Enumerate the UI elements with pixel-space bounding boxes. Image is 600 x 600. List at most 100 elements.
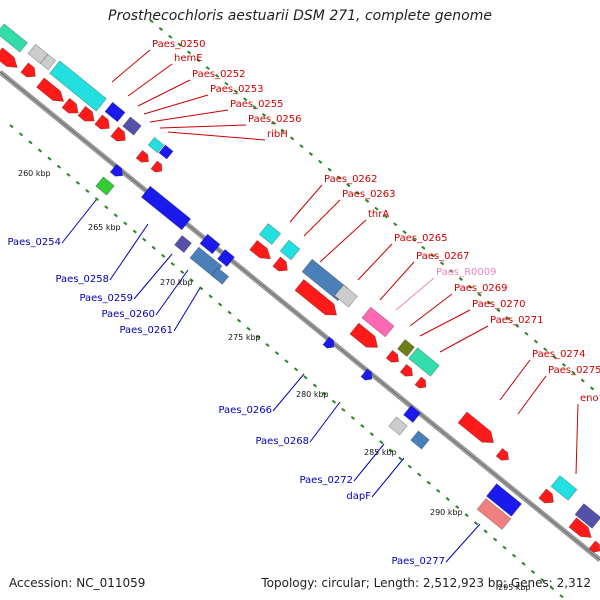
reverse-label-leader	[173, 287, 201, 332]
reverse-label-leader	[445, 523, 481, 563]
outer-dotted-track	[543, 347, 548, 352]
inner-dotted-track	[483, 529, 488, 534]
reverse-label-group: dapF	[346, 491, 371, 502]
outer-dotted-track	[346, 183, 351, 188]
forward-label-leader	[499, 359, 531, 401]
inner-dotted-track	[180, 270, 185, 275]
outer-dotted-track	[421, 245, 426, 250]
backbone-core	[0, 71, 600, 561]
inner-dotted-track	[341, 407, 346, 412]
outer-dotted-track	[205, 66, 210, 71]
gene-block	[397, 339, 415, 357]
gene-block-shape	[476, 498, 512, 530]
forward-label-leader	[409, 293, 453, 327]
inner-dotted-track	[255, 334, 261, 339]
reverse-label-leader	[61, 199, 97, 244]
reverse-label-leader	[133, 253, 173, 300]
outer-dotted-track	[468, 284, 473, 289]
outer-dotted-track	[290, 136, 295, 141]
forward-label: Paes_0253	[210, 84, 264, 95]
inner-dotted-track	[369, 432, 374, 437]
gene-arrow	[385, 349, 400, 363]
inner-dotted-track	[474, 521, 479, 526]
inner-dotted-track	[445, 496, 450, 501]
gene-arrow-shape	[457, 411, 494, 443]
inner-dotted-track	[540, 578, 545, 582]
gene-block	[476, 498, 512, 530]
gene-block	[403, 405, 421, 423]
reverse-label: Paes_0260	[101, 309, 155, 320]
gene-block-shape	[104, 101, 126, 123]
forward-label: ribH	[267, 129, 288, 140]
gene-arrow-shape	[385, 349, 400, 363]
inner-dotted-track	[28, 140, 33, 145]
gene-block	[217, 249, 235, 267]
outer-dotted-track	[402, 230, 407, 235]
kbp-tick-label: 285 kbp	[364, 448, 397, 457]
outer-dotted-track	[243, 97, 248, 102]
gene-block-shape	[258, 223, 282, 245]
gene-arrow	[94, 114, 110, 130]
outer-dotted-track	[440, 261, 445, 266]
gene-arrow-shape	[414, 376, 427, 389]
outer-dotted-track	[224, 81, 229, 86]
inner-dotted-track	[94, 197, 99, 202]
gene-arrow-shape	[20, 62, 36, 78]
forward-label-leader	[575, 403, 579, 475]
forward-label: Paes_R0009	[436, 267, 496, 278]
inner-dotted-track	[379, 440, 384, 445]
kbp-tick-label: 280 kbp	[296, 390, 329, 399]
gene-arrow	[110, 126, 126, 142]
reverse-label-group: Paes_0261	[119, 325, 173, 336]
inner-dotted-track	[559, 594, 564, 599]
outer-dotted-track	[336, 175, 342, 180]
gene-arrow	[77, 105, 95, 122]
gene-arrow-shape	[272, 256, 288, 272]
outer-dotted-track	[561, 362, 567, 367]
gene-block-shape	[361, 306, 395, 338]
gene-block-shape	[408, 347, 440, 377]
forward-label-leader	[127, 63, 173, 97]
forward-label: Paes_0267	[416, 251, 470, 262]
inner-dotted-track	[426, 480, 431, 485]
reverse-label-group: Paes_0268	[255, 436, 309, 447]
gene-block-shape	[388, 416, 408, 436]
gene-arrow	[20, 62, 36, 78]
forward-label-leader	[517, 375, 547, 415]
position-tick-dots	[9, 19, 600, 599]
gene-block-shape	[95, 176, 115, 196]
outer-dotted-track	[186, 50, 192, 55]
gene-arrow	[322, 336, 335, 349]
inner-dotted-track	[455, 505, 460, 510]
outer-dotted-track	[158, 27, 163, 31]
gene-block	[258, 223, 282, 245]
gene-block	[27, 43, 49, 65]
outer-dotted-track	[177, 42, 182, 47]
outer-dotted-track	[590, 386, 595, 391]
inner-dotted-track	[142, 237, 147, 242]
gene-block	[410, 430, 430, 450]
inner-dotted-track	[9, 124, 14, 129]
labels: Paes_0250hemEPaes_0252Paes_0253Paes_0255…	[7, 39, 600, 592]
gene-arrow-shape	[135, 149, 150, 163]
genome-backbone	[0, 70, 600, 562]
inner-dotted-track	[360, 424, 365, 429]
outer-dotted-track	[261, 112, 267, 117]
gene-block	[408, 347, 440, 377]
inner-dotted-track	[18, 132, 24, 137]
gene-arrow-shape	[538, 488, 554, 504]
outer-dotted-track	[393, 222, 398, 227]
forward-label-leader	[143, 94, 209, 115]
gene-block	[39, 53, 57, 71]
reverse-label-leader	[155, 269, 189, 316]
gene-block	[158, 144, 174, 160]
inner-dotted-track	[170, 261, 175, 266]
gene-arrow-shape	[588, 540, 600, 553]
gene-arrow	[61, 97, 79, 114]
inner-dotted-track	[217, 302, 223, 307]
gene-block	[279, 239, 301, 261]
outer-dotted-track	[533, 339, 538, 344]
reverse-label-leader	[371, 457, 405, 498]
gene-arrow	[135, 149, 150, 163]
reverse-label-group: Paes_0260	[101, 309, 155, 320]
